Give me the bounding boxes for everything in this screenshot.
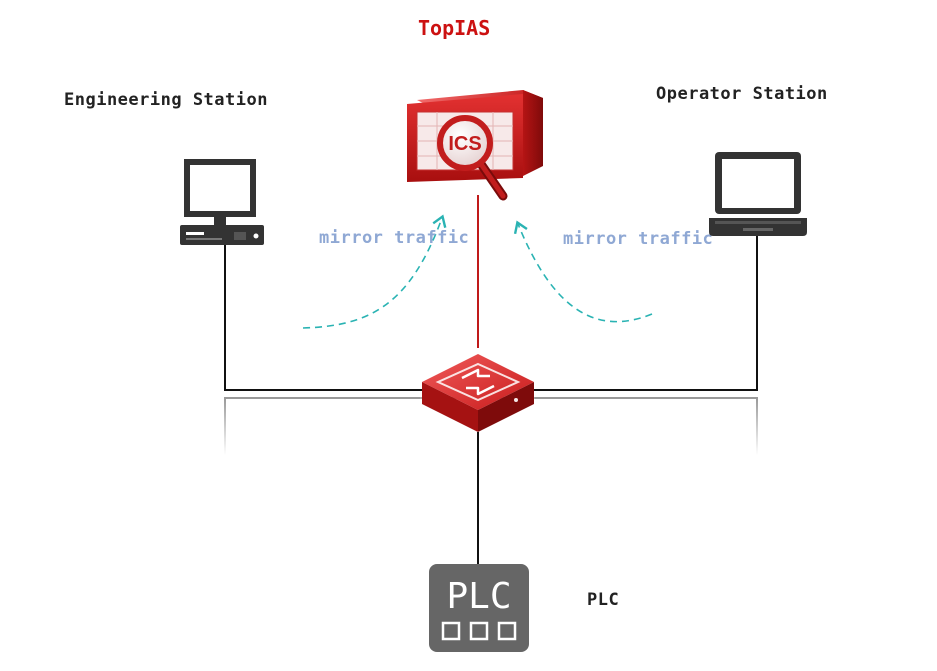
plc-label: PLC: [587, 590, 620, 610]
ics-badge-text: ICS: [448, 133, 481, 155]
desktop-pc-icon: [180, 159, 264, 245]
plc-screen-text: PLC: [446, 576, 511, 617]
bus-shadow-line: [535, 397, 758, 455]
mirror-traffic-right: mirror traffic: [563, 229, 714, 249]
engineering-station-label: Engineering Station: [64, 90, 268, 110]
switch-icon: [422, 354, 534, 432]
ics-appliance-icon: ICS: [407, 90, 543, 201]
mirror-traffic-left: mirror traffic: [319, 228, 470, 248]
bus-shadow-line: [224, 397, 420, 455]
mirror-arrow-left: [302, 214, 447, 329]
plc-icon: PLC: [429, 564, 529, 652]
operator-to-switch-link: [530, 236, 758, 391]
laptop-icon: [709, 152, 807, 236]
diagram-title: TopIAS: [418, 16, 491, 40]
operator-station-label: Operator Station: [656, 84, 828, 104]
engineering-to-switch-link: [224, 241, 425, 391]
mirror-arrow-right: [513, 220, 653, 323]
